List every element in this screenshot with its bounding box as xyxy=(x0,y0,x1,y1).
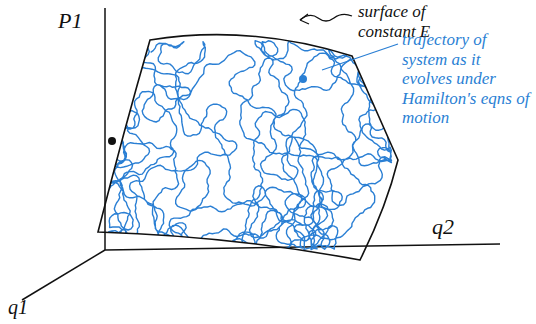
q1-axis xyxy=(22,250,105,300)
axis-label: P1 xyxy=(58,8,98,33)
axis-label: q2 xyxy=(432,214,472,239)
p1-axis xyxy=(104,8,106,250)
surface-arrowhead xyxy=(300,14,309,24)
energy-surface xyxy=(98,35,398,260)
trajectory-label: trajectory of system as it evolves under… xyxy=(402,30,530,128)
axis-label: q1 xyxy=(8,296,48,319)
start-point xyxy=(108,137,116,145)
surface-leader xyxy=(300,14,352,21)
trajectory-group xyxy=(108,41,392,250)
trajectory-path xyxy=(108,41,392,250)
trajectory-leader xyxy=(322,44,398,70)
end-point xyxy=(299,75,307,83)
q2-axis xyxy=(105,244,500,250)
